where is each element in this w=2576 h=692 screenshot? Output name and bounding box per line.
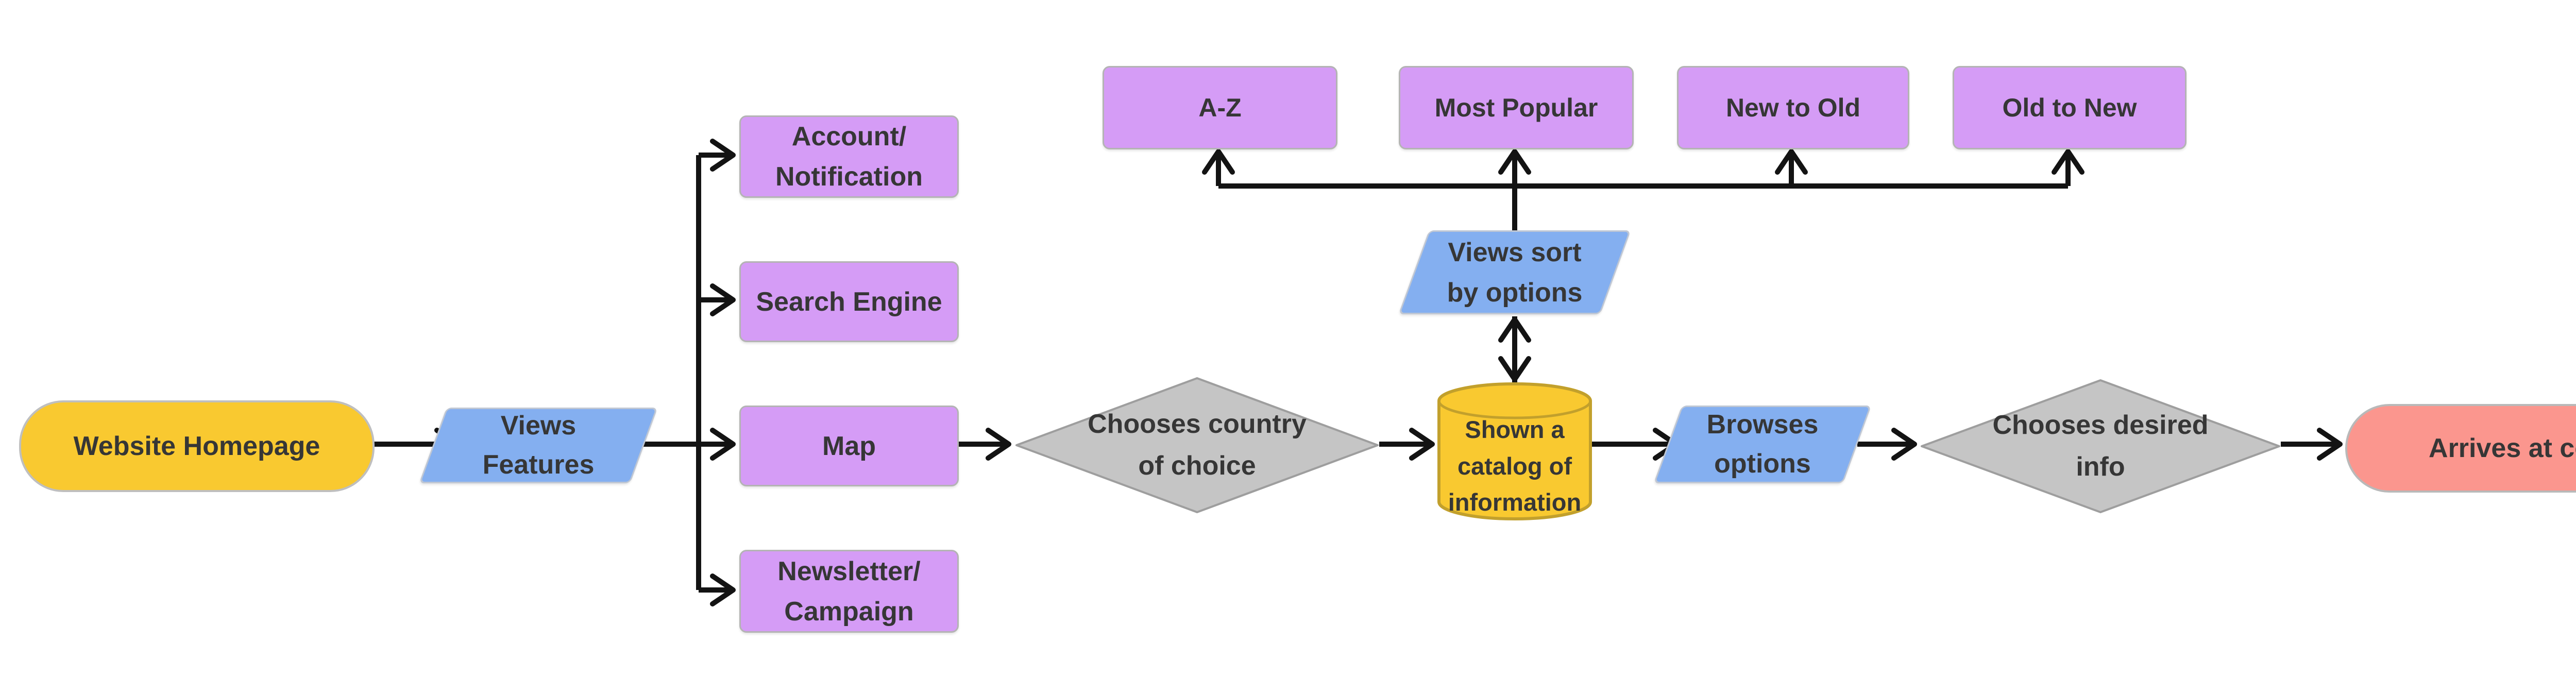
node-label: Old to New	[2002, 93, 2137, 122]
node-label: Search Engine	[756, 286, 942, 317]
node-label: Browses options	[1706, 410, 1819, 479]
node-label: Chooses desired info	[1992, 410, 2209, 482]
node-browses-options: Browses options	[1653, 406, 1872, 483]
node-arrives-content-page: Arrives at content page	[2345, 404, 2576, 493]
node-views-features: Views Features	[419, 408, 658, 483]
node-label: Arrives at content page	[2429, 433, 2576, 463]
node-label: Views Features	[482, 411, 595, 480]
node-map: Map	[739, 406, 959, 486]
node-sort-most-popular: Most Popular	[1399, 66, 1634, 149]
node-label: Chooses country of choice	[1088, 409, 1307, 481]
node-account-notification: Account/ Notification	[739, 115, 959, 198]
cylinder-shape	[1437, 382, 1592, 520]
node-label: New to Old	[1725, 93, 1861, 122]
node-website-homepage: Website Homepage	[19, 400, 375, 492]
node-label: Account/ Notification	[775, 122, 923, 192]
node-label: Newsletter/ Campaign	[777, 556, 921, 627]
node-sort-new-to-old: New to Old	[1677, 66, 1909, 149]
node-label: A-Z	[1198, 93, 1242, 122]
node-label: Map	[822, 431, 876, 461]
node-sort-old-to-new: Old to New	[1953, 66, 2187, 149]
node-label: Website Homepage	[73, 431, 320, 461]
node-label: Most Popular	[1434, 93, 1598, 122]
node-newsletter-campaign: Newsletter/ Campaign	[739, 550, 959, 633]
node-label: Shown a catalog of information	[1448, 416, 1582, 516]
node-label: Views sort by options	[1447, 237, 1583, 308]
diamond-shape	[1015, 377, 1379, 513]
node-chooses-desired: Chooses desired info	[1920, 379, 2281, 514]
node-sort-az: A-Z	[1103, 66, 1337, 149]
diamond-shape	[1921, 379, 2280, 513]
node-chooses-country: Chooses country of choice	[1015, 377, 1379, 514]
node-views-sort: Views sort by options	[1398, 230, 1631, 314]
node-search-engine: Search Engine	[739, 261, 959, 342]
node-shown-catalog: Shown a catalog of information	[1437, 381, 1592, 521]
